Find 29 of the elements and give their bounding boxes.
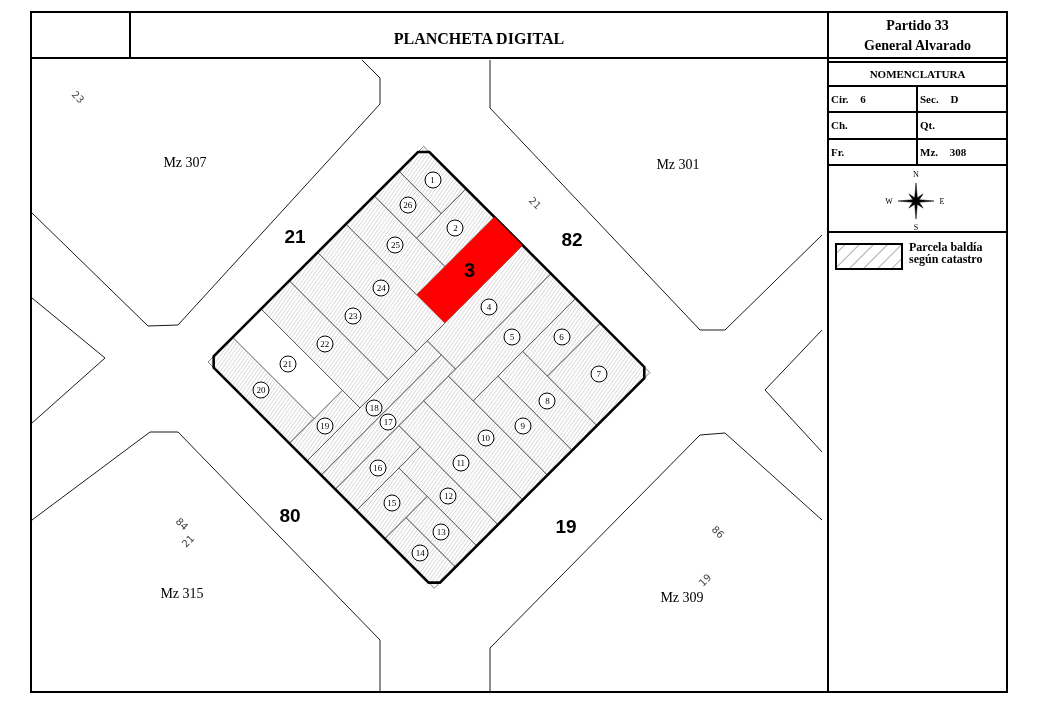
block-label: Mz 315 xyxy=(160,586,204,602)
street-number: 19 xyxy=(555,516,577,538)
table-cell-text: Cir. 6 xyxy=(830,92,867,107)
map-annotation: 19 xyxy=(696,571,714,589)
compass-letter: W xyxy=(885,196,893,206)
map-annotation: 23 xyxy=(69,88,87,106)
legend-text: Parcela baldía según catastro xyxy=(909,241,984,265)
table-header: NOMENCLATURA xyxy=(868,67,967,82)
block-label: Mz 301 xyxy=(656,157,700,173)
street-number: 82 xyxy=(561,229,583,251)
compass-letter: E xyxy=(939,196,945,206)
block-label: Mz 307 xyxy=(163,155,207,171)
table-cell-text: Qt. xyxy=(919,118,936,133)
map-annotation: 21 xyxy=(526,194,544,212)
table-cell-text: Sec. D xyxy=(919,92,960,107)
compass-letter: N xyxy=(913,169,919,179)
compass-letter: S xyxy=(913,222,919,232)
table-cell-text: Fr. xyxy=(830,145,846,160)
map-annotation: 84 xyxy=(173,515,191,533)
map-annotation: 86 xyxy=(709,523,727,541)
sheet-title: PLANCHETA DIGITAL xyxy=(393,30,565,48)
street-number: 80 xyxy=(279,505,301,527)
table-cell-text: Mz. 308 xyxy=(919,145,968,160)
table-cell-text: Ch. xyxy=(830,118,849,133)
street-number: 21 xyxy=(284,226,306,248)
block-label: Mz 309 xyxy=(660,590,704,606)
district-name: General Alvarado xyxy=(863,37,972,55)
district-name: Partido 33 xyxy=(885,17,950,35)
map-annotation: 21 xyxy=(179,532,197,550)
